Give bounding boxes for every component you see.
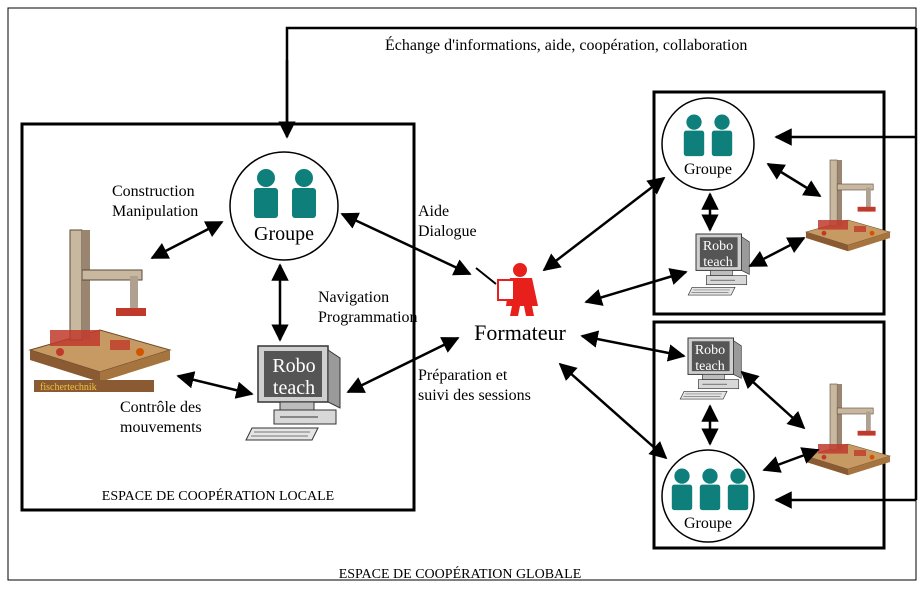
local-screen-teach: teach: [273, 377, 315, 399]
remote1-pc-robot-arrow: [748, 236, 806, 268]
formateur-remote-pc2-arrow: [580, 330, 686, 362]
exchange-label: Échange d'informations, aide, coopératio…: [385, 35, 747, 54]
remote1-screen-teach: teach: [703, 255, 733, 270]
construction-label: Construction: [112, 183, 195, 200]
robot-icon: [805, 159, 891, 252]
robot-icon: [805, 383, 891, 476]
remote1-group-label: Groupe: [684, 161, 732, 178]
remote2-screen-teach: teach: [695, 359, 725, 374]
aide-arrow: [340, 212, 472, 276]
preparation-label: Préparation et: [418, 367, 508, 384]
controle-label: Contrôle des: [120, 399, 201, 416]
remote1-group-circle: [661, 97, 755, 191]
remote2-pc-robot-arrow: [740, 370, 806, 430]
local-space-label: ESPACE DE COOPÉRATION LOCALE: [102, 487, 334, 504]
formateur-remote-group1-arrow: [542, 176, 666, 272]
remote1-group-robot-arrow: [766, 162, 822, 198]
aide-label: Aide: [418, 203, 449, 220]
programmation-label: Programmation: [318, 309, 418, 326]
local-space-box: [20, 122, 416, 512]
formateur-remote-group2-arrow: [558, 362, 668, 460]
global-space-label: ESPACE DE COOPÉRATION GLOBALE: [339, 565, 582, 582]
preparation-arrow: [346, 336, 460, 394]
local-screen-robo: Robo: [272, 355, 315, 377]
navigation-label: Navigation: [318, 289, 389, 306]
robot-icon: [29, 229, 171, 383]
brand-plate: [34, 380, 154, 392]
local-group-label: Groupe: [254, 223, 314, 245]
controle-arrow: [176, 371, 254, 399]
remote2-screen-robo: Robo: [695, 343, 725, 358]
manipulation-label: Manipulation: [112, 203, 198, 220]
construction-arrow: [150, 220, 224, 260]
mouvements-label: mouvements: [120, 419, 202, 436]
people-icon: [671, 468, 749, 511]
brand-label: fischertechnik: [40, 382, 97, 393]
suivi-label: suivi des sessions: [418, 387, 531, 404]
dialogue-label: Dialogue: [418, 223, 477, 240]
formateur-label: Formateur: [474, 320, 566, 345]
remote2-group-label: Groupe: [684, 515, 732, 532]
formateur-remote-pc1-arrow: [584, 268, 688, 306]
formateur-icon: [475, 263, 538, 316]
remote1-screen-robo: Robo: [703, 239, 733, 254]
remote2-group-robot-arrow: [762, 447, 820, 473]
